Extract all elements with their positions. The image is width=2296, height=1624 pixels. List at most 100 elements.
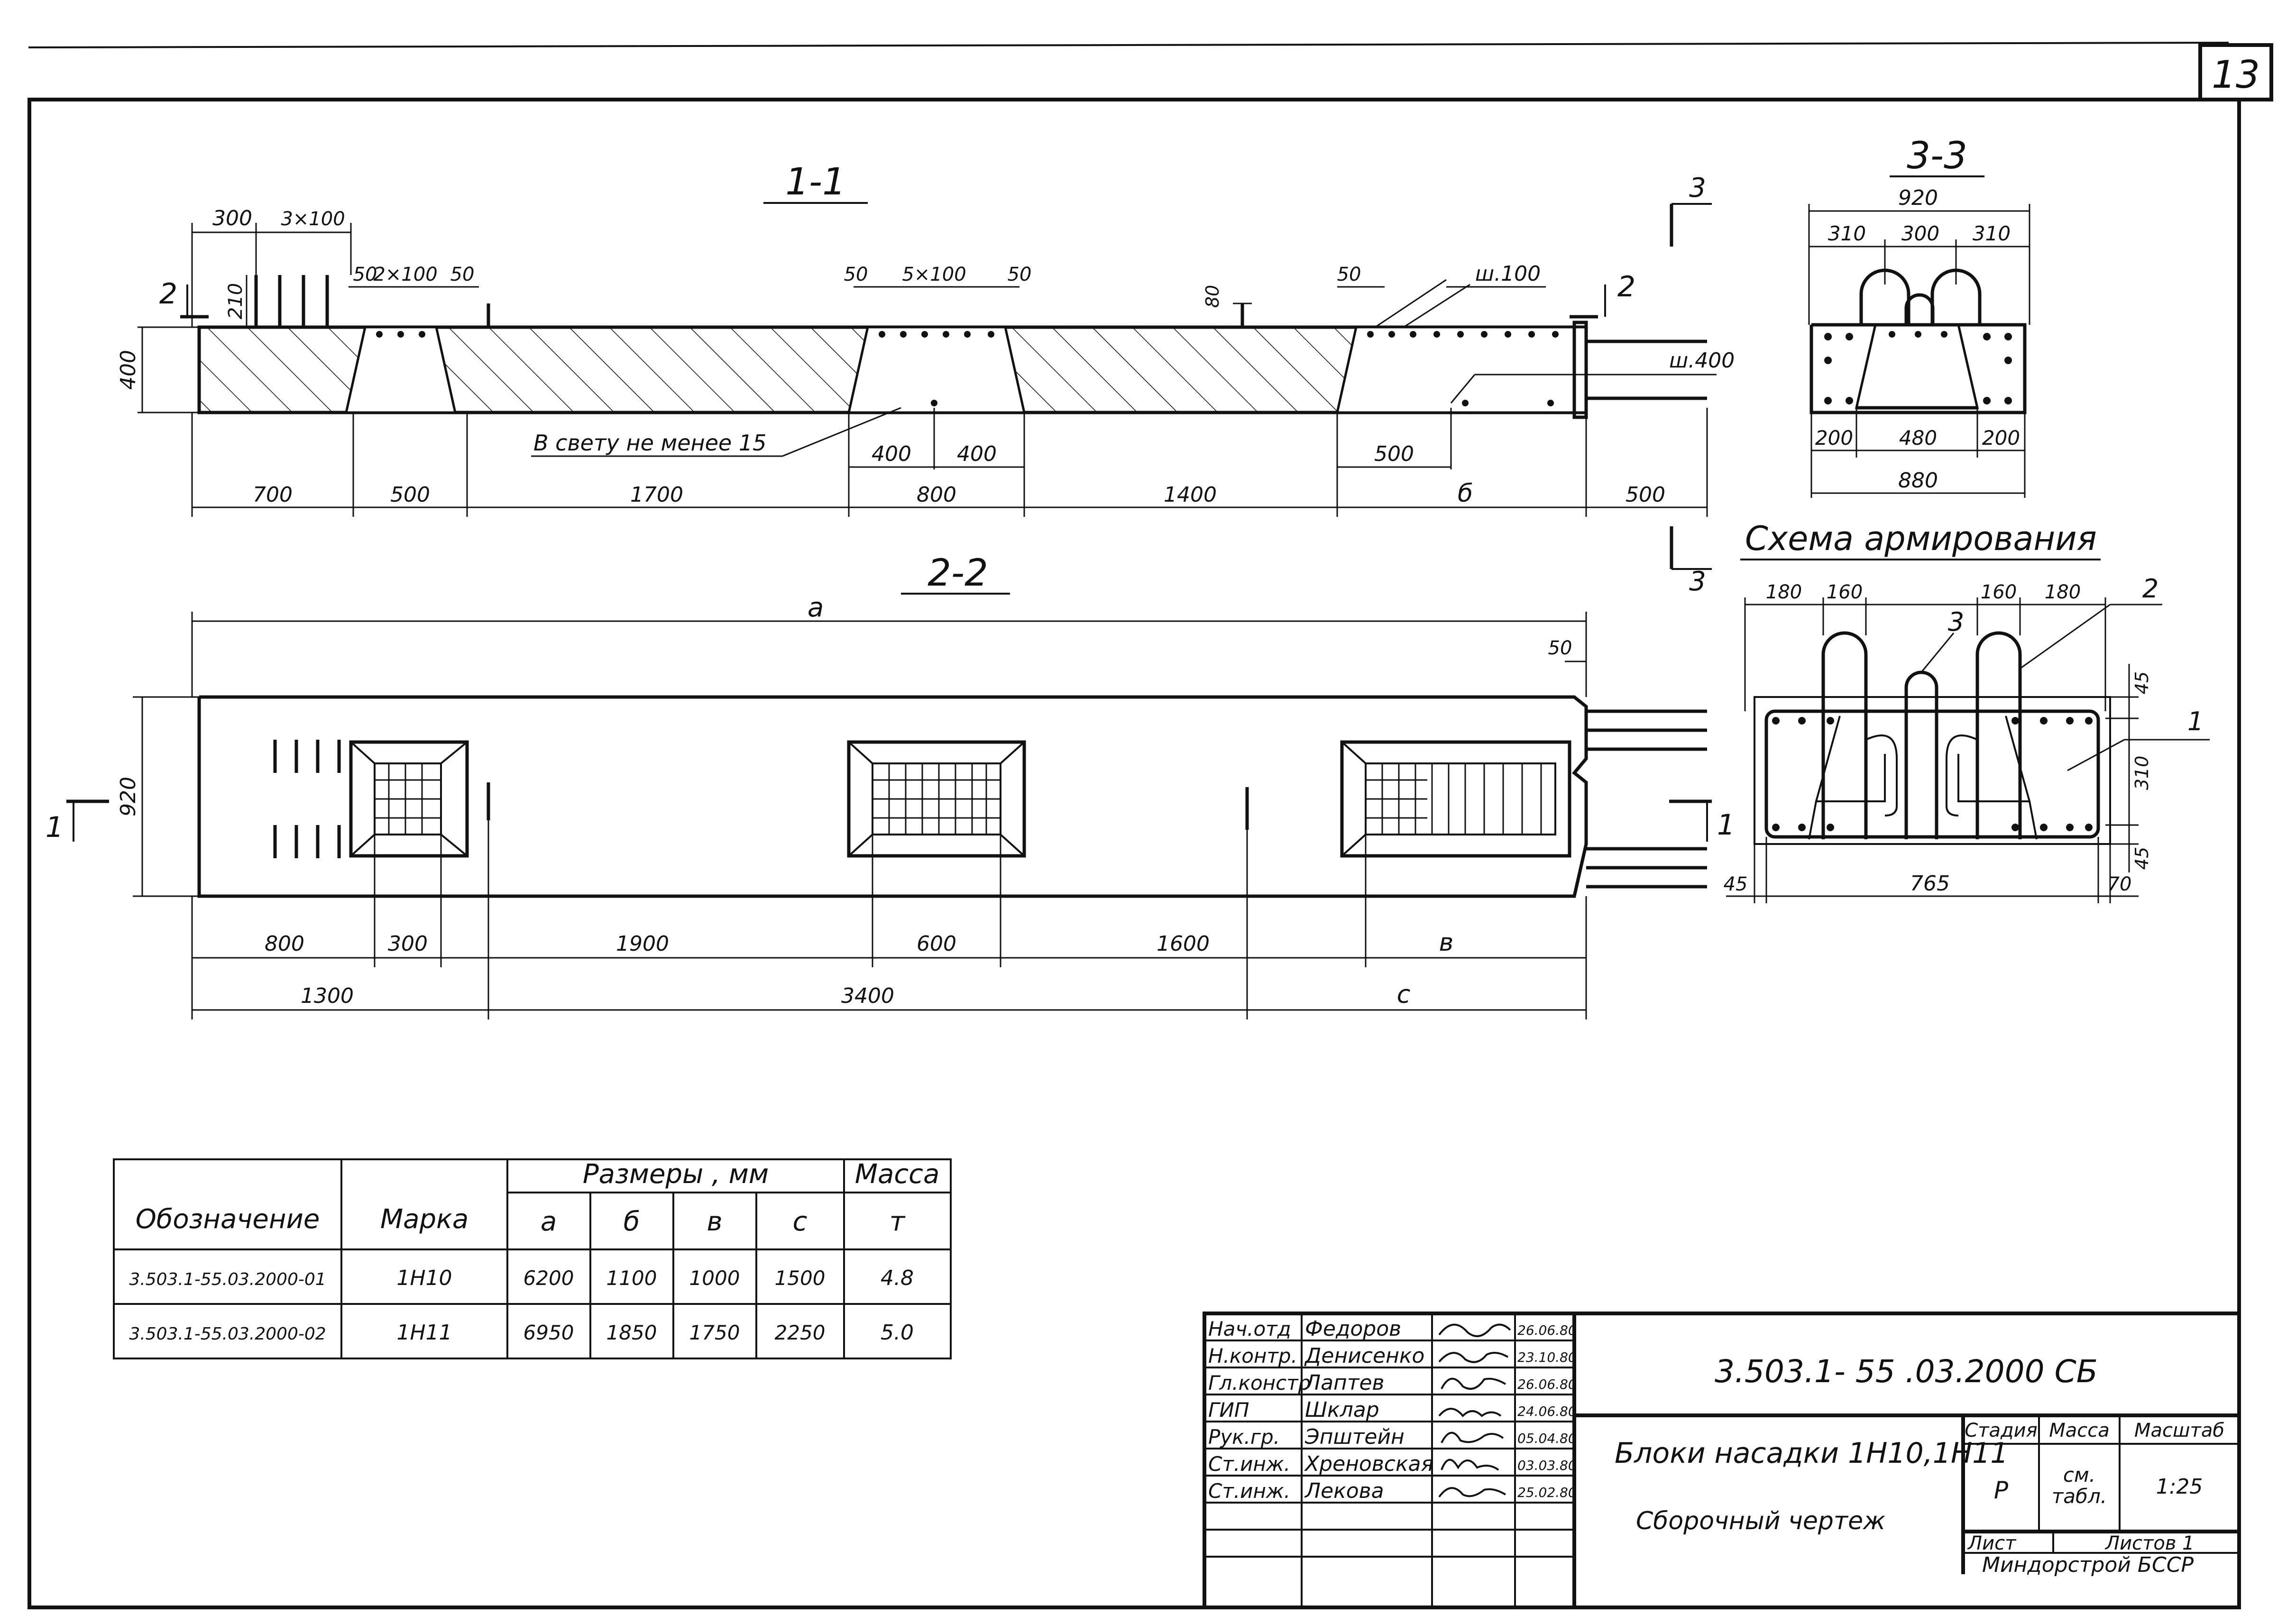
signature-row: Ст.инж. Лекова 25.02.80 [1208, 1479, 1577, 1503]
dim-v: в [1439, 928, 1454, 957]
dim-310-rs: 310 [2131, 756, 2152, 790]
dim-50-plan: 50 [1548, 637, 1572, 659]
section-2-2-label: 2-2 [928, 552, 988, 595]
section-3-3-label: 3-3 [1907, 135, 1967, 177]
dim-880: 880 [1898, 468, 1938, 493]
dim-50-d: 50 [1008, 264, 1032, 285]
dim-45-bottom: 45 [2131, 847, 2152, 870]
sig-role: Ст.инж. [1208, 1479, 1290, 1503]
section-1-1-label: 1-1 [785, 161, 845, 203]
table-row: 3.503.1-55.03.2000-01 1Н10 6200 1100 100… [129, 1266, 914, 1290]
row-designation: 3.503.1-55.03.2000-02 [129, 1324, 326, 1344]
sig-name: Эпштейн [1304, 1425, 1405, 1449]
table-col-v: в [707, 1206, 722, 1237]
title-block: Нач.отд Федоров 26.06.80 Н.контр. Денисе… [1203, 1312, 2241, 1609]
cut-3-mark-bottom: 3 [1689, 566, 1706, 597]
signature-row: ГИП Шклар 24.06.80 [1208, 1398, 1577, 1422]
dim-50-a: 50 [353, 264, 377, 285]
dim-310-b: 310 [1973, 222, 2011, 245]
stage-value: Р [1994, 1477, 2009, 1504]
signature-mark [1441, 1459, 1499, 1471]
dim-600: 600 [917, 932, 956, 956]
sig-date: 26.06.80 [1517, 1376, 1577, 1392]
dim-80: 80 [1202, 285, 1223, 308]
dim-400-b: 400 [957, 442, 997, 466]
signature-mark [1441, 1377, 1506, 1390]
dim-700: 700 [253, 483, 293, 507]
table-header-mark: Марка [380, 1204, 468, 1235]
dim-400-a: 400 [872, 442, 911, 466]
reinforcement-title: Схема армирования [1745, 519, 2097, 558]
table-row: 3.503.1-55.03.2000-02 1Н11 6950 1850 175… [129, 1321, 914, 1345]
dim-400-height: 400 [116, 350, 140, 390]
sig-date: 25.02.80 [1517, 1485, 1577, 1500]
dim-800: 800 [917, 483, 956, 507]
dim-180-b: 180 [2045, 581, 2081, 603]
section-1-1: 1-1 2 [116, 161, 1735, 517]
spec-table: Обозначение Марка Размеры , мм Масса а б… [113, 1158, 952, 1359]
sig-name: Хреновская [1304, 1452, 1433, 1476]
dim-1400: 1400 [1164, 483, 1217, 507]
dim-3x100: 3×100 [281, 208, 345, 230]
scale-value: 1:25 [2156, 1475, 2203, 1499]
row-mark: 1Н10 [396, 1266, 452, 1290]
dim-210: 210 [225, 283, 247, 319]
reinforcement-scheme: Схема армирования 180 160 160 180 [1724, 519, 2210, 903]
row-mass: 5.0 [881, 1321, 914, 1345]
cut-2-mark-left: 2 [159, 277, 177, 311]
cut-3-marks: 3 3 [1670, 173, 1712, 597]
dim-c: с [1397, 981, 1411, 1009]
dim-500-b: 500 [1626, 483, 1665, 507]
dim-5x100: 5×100 [902, 264, 966, 285]
signature-row: Рук.гр. Эпштейн 05.04.80 [1208, 1425, 1577, 1449]
sig-role: Н.контр. [1208, 1344, 1297, 1367]
dim-300-33: 300 [1901, 222, 1939, 245]
sheet-frame: 13 [28, 42, 2273, 1609]
dim-300-plan: 300 [388, 932, 428, 956]
callout-3: 3 [1948, 607, 1964, 637]
clearance-note: В свету не менее 15 [533, 430, 766, 456]
dim-480: 480 [1899, 426, 1937, 450]
dim-1900: 1900 [616, 932, 669, 956]
sig-role: Ст.инж. [1208, 1452, 1290, 1476]
sig-role: Гл.констр [1208, 1371, 1311, 1395]
rebar-spacing-100: ш.100 [1475, 262, 1541, 286]
sig-date: 24.06.80 [1517, 1404, 1577, 1419]
row-a: 6950 [523, 1321, 574, 1344]
row-a: 6200 [523, 1266, 574, 1290]
dim-180-a: 180 [1766, 581, 1802, 603]
dim-70: 70 [2108, 873, 2132, 895]
table-col-c: с [793, 1206, 808, 1237]
dim-500-a: 500 [390, 483, 430, 507]
section-3-3: 3-3 920 310 300 310 200 480 200 [1808, 135, 2030, 498]
document-code: 3.503.1- 55 .03.2000 СБ [1715, 1353, 2098, 1390]
sig-date: 26.06.80 [1517, 1322, 1577, 1338]
dim-500-mid: 500 [1374, 442, 1414, 466]
signature-row: Нач.отд Федоров 26.06.80 [1208, 1317, 1577, 1341]
dim-3400: 3400 [841, 984, 894, 1008]
signature-row: Гл.констр Лаптев 26.06.80 [1208, 1371, 1577, 1395]
dim-310-a: 310 [1828, 222, 1866, 245]
document-title: Блоки насадки 1Н10,1Н11 [1615, 1437, 2008, 1470]
dim-45-rs: 45 [1724, 873, 1748, 895]
sig-date: 23.10.80 [1517, 1349, 1577, 1365]
sig-name: Федоров [1305, 1317, 1401, 1341]
row-c: 2250 [775, 1321, 826, 1344]
sig-name: Денисенко [1304, 1344, 1424, 1368]
dim-45-top: 45 [2131, 671, 2152, 694]
stage-header: Стадия [1965, 1420, 2037, 1441]
signature-mark [1441, 1431, 1504, 1443]
table-header-dims: Размеры , мм [583, 1159, 769, 1190]
section-2-2: 2-2 а 50 [46, 552, 1735, 1019]
dim-160-a: 160 [1827, 581, 1863, 603]
mass-value-2: табл. [2052, 1485, 2107, 1508]
dim-b: б [1458, 479, 1473, 508]
callout-2: 2 [2142, 574, 2158, 604]
signature-mark [1438, 1408, 1502, 1417]
dim-50-c: 50 [844, 264, 868, 285]
sig-name: Шклар [1305, 1398, 1379, 1422]
signature-mark [1438, 1487, 1506, 1498]
dim-a: а [808, 592, 824, 623]
dim-200-b: 200 [1982, 426, 2020, 450]
dim-920-top: 920 [1898, 186, 1938, 210]
